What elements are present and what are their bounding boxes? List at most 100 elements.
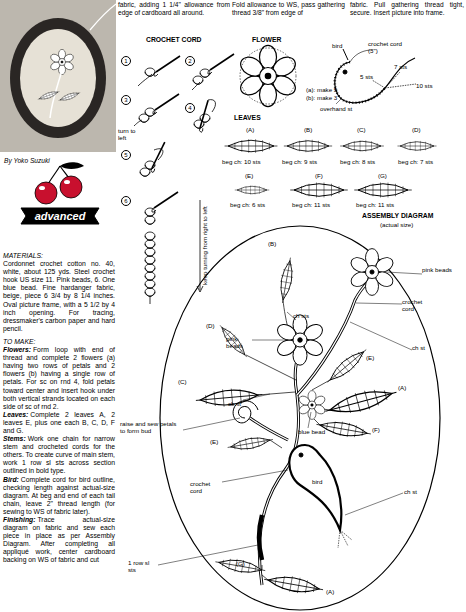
assembly-diagram-part [250, 418, 288, 440]
body-text: fabric. Pull gathering thread tight, sec… [350, 1, 464, 17]
body-text: Complete cord for bird outline, checking… [3, 476, 115, 515]
crochet-cord-steps-part [145, 264, 155, 273]
crochet-cord-steps-part [192, 82, 200, 90]
section-head: FLOWER [252, 36, 302, 43]
crochet-cord-steps-part [145, 240, 155, 249]
label: ch st [404, 488, 434, 495]
label: ch st [228, 400, 258, 407]
photo-part [58, 90, 82, 104]
paragraph: Bird:Complete cord for bird outline, che… [3, 476, 115, 516]
body-text: fabric, adding 1 1/4" allowance from edg… [118, 1, 230, 17]
part-letter: (C) [178, 378, 198, 385]
assembly-diagram-part [338, 530, 352, 548]
label: crochet cord [190, 480, 222, 494]
label: ch st [412, 344, 442, 351]
body-text: Trace actual-size diagram on fabric and … [3, 516, 115, 563]
part-letter: (A) [398, 384, 418, 391]
run-in-head: Flowers: [3, 346, 31, 353]
leaves-diagram-part [284, 140, 332, 153]
part-letter: (D) [412, 126, 432, 133]
crochet-cord-steps [134, 54, 234, 304]
assembly-diagram [158, 226, 440, 610]
part-letter: (E) [366, 354, 386, 361]
leaves-diagram-part [225, 139, 278, 153]
label: crochet cord (3") [368, 40, 408, 54]
assembly-diagram-part [214, 555, 266, 577]
bird-diagram-part [343, 70, 347, 74]
leaves-diagram-part [354, 183, 412, 198]
body-text: Fold allowance to WS, pass gathering thr… [232, 1, 345, 17]
paragraph: MATERIALS: [3, 252, 115, 260]
leaves-diagram-part [235, 186, 270, 195]
assembly-diagram-part [259, 515, 262, 560]
label: (a): make 5 [306, 86, 356, 93]
label: overhand st [320, 105, 370, 112]
crochet-cord-steps-part [138, 74, 152, 86]
crochet-cord-steps-part [153, 94, 179, 114]
part-letter: (A) [246, 126, 266, 133]
assembly-diagram-part [263, 572, 325, 598]
crochet-cord-steps-part [145, 280, 155, 289]
label: 1 row sl sts [128, 559, 158, 573]
callout-number: 5 [121, 150, 131, 160]
label: beg ch: 11 sts [292, 201, 352, 208]
cherries-badge-part [60, 176, 82, 198]
label: (actual size) [380, 221, 440, 228]
section-head: LEAVES [234, 114, 284, 121]
label: bird [332, 42, 352, 49]
callout-number: 4 [185, 103, 195, 113]
label: bird [312, 478, 332, 485]
assembly-diagram-part [323, 345, 370, 388]
crochet-cord-steps-part [145, 272, 155, 281]
cherries-badge-part [39, 186, 45, 190]
crochet-cord-steps-part [145, 216, 155, 225]
photo-part [20, 29, 96, 127]
section-head: CROCHET CORD [146, 36, 226, 43]
callout-number: 1 [121, 56, 131, 66]
part-letter: (B) [304, 126, 324, 133]
assembly-diagram-part [298, 391, 327, 420]
label: 7 sts [394, 63, 419, 70]
ribbon-outline [21, 208, 99, 224]
label: beg ch: 11 sts [356, 201, 416, 208]
crochet-cord-steps-part [145, 232, 155, 241]
part-letter: (F) [372, 426, 392, 433]
label: (b): make 3 [306, 94, 356, 101]
cherries-badge-part [35, 182, 57, 204]
note: keep turning from right to left [201, 201, 208, 291]
run-in-head: Finishing: [3, 516, 35, 523]
run-in-head: Bird: [3, 476, 19, 483]
crochet-cord-steps-part [150, 296, 151, 304]
assembly-diagram-part [323, 383, 399, 421]
label: raise and sew petals to form bud [120, 420, 182, 434]
crochet-cord-steps-part [145, 248, 155, 257]
skill-badge: advanced [20, 207, 100, 225]
body-text: Cordonnet crochet cotton no. 40, white, … [3, 260, 115, 332]
part-letter: (A) [326, 588, 346, 595]
leaves-diagram-part [397, 141, 436, 151]
section-head: ASSEMBLY DIAGRAM [362, 212, 466, 219]
bird-diagram [335, 49, 416, 104]
label: 5 sts [360, 73, 385, 80]
byline: By Yoko Suzuki [4, 157, 114, 164]
crochet-cord-steps-part [152, 192, 178, 212]
leaves-diagram-part [290, 183, 348, 198]
part-letter: (B) [268, 240, 288, 247]
part-letter: (G) [236, 560, 256, 567]
photo-part [0, 0, 116, 152]
flower-diagram [237, 45, 299, 106]
callout-number: 3 [121, 95, 131, 105]
leaves-diagram [225, 139, 437, 197]
run-in-head: Leaves: [3, 411, 28, 418]
photo [0, 0, 116, 152]
assembly-diagram-part [277, 257, 297, 304]
crochet-cord-steps-part [193, 76, 203, 85]
part-letter: (E) [210, 438, 230, 445]
body-text: Form loop with end of thread and complet… [3, 346, 115, 410]
part-letter: (E) [245, 172, 265, 179]
crochet-cord-steps-part [145, 256, 155, 265]
paragraph: Leaves:Complete 2 leaves A, 2 leaves E, … [3, 411, 115, 435]
part-letter: (G) [378, 172, 398, 179]
cherries-badge-part [60, 162, 84, 169]
flower-diagram-part [237, 45, 299, 106]
